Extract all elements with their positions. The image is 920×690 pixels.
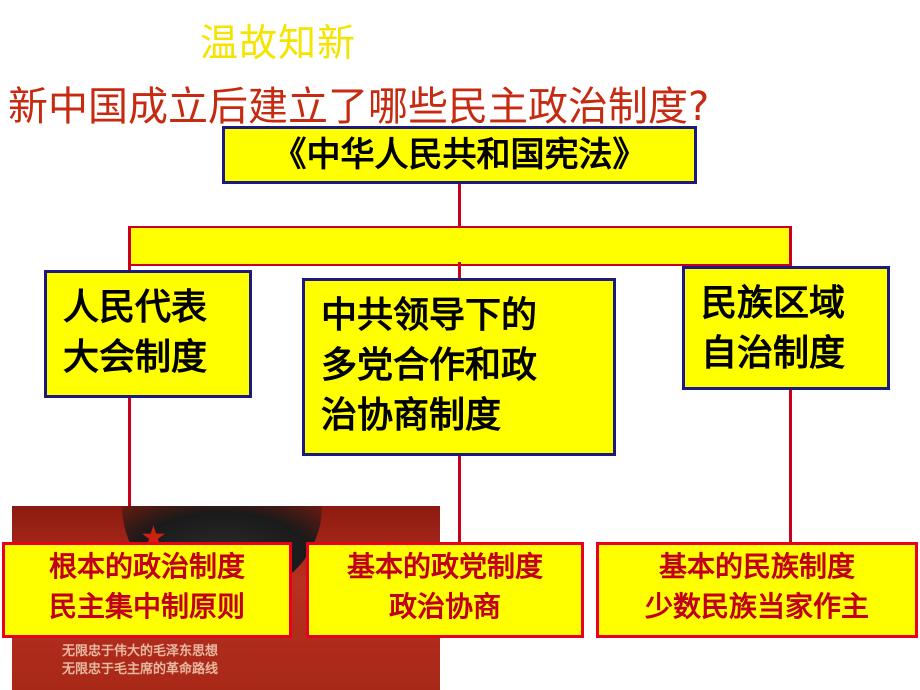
connector-branch2-result (458, 456, 461, 544)
result-line: 基本的政党制度 (346, 550, 543, 583)
branch-regional-autonomy: 民族区域 自治制度 (682, 266, 890, 390)
question-text: 新中国成立后建立了哪些民主政治制度? (8, 84, 710, 130)
branch-peoples-congress: 人民代表 大会制度 (44, 270, 252, 398)
branch-multiparty-cooperation: 中共领导下的 多党合作和政 治协商制度 (302, 278, 616, 456)
branch-line: 自治制度 (701, 333, 846, 374)
connector-branch1-result (128, 398, 131, 544)
constitution-box: 《中华人民共和国宪法》 (222, 126, 697, 184)
connector-root-down (458, 184, 461, 228)
branch-line: 人民代表 (63, 287, 208, 328)
connector-horizontal-bar (128, 226, 792, 266)
connector-mid-down (458, 262, 461, 280)
connector-branch3-result (789, 390, 792, 544)
result-party-system: 基本的政党制度 政治协商 (306, 542, 584, 638)
result-line: 政治协商 (388, 590, 501, 623)
result-ethnic-system: 基本的民族制度 少数民族当家作主 (596, 542, 918, 638)
branch-line: 中共领导下的 (321, 295, 538, 336)
poster-text-line: 无限忠于毛主席的革命路线 (62, 662, 219, 677)
result-line: 基本的民族制度 (658, 550, 855, 583)
slide-title: 温故知新 (200, 21, 357, 65)
result-fundamental-system: 根本的政治制度 民主集中制原则 (2, 542, 292, 638)
result-line: 民主集中制原则 (48, 590, 245, 623)
connector-left-down (128, 226, 131, 272)
branch-line: 治协商制度 (321, 395, 502, 436)
branch-line: 大会制度 (63, 337, 208, 378)
branch-line: 民族区域 (701, 283, 846, 324)
poster-text-line: 无限忠于伟大的毛泽东思想 (62, 644, 219, 659)
result-line: 少数民族当家作主 (644, 590, 869, 623)
branch-line: 多党合作和政 (321, 345, 538, 386)
result-line: 根本的政治制度 (48, 550, 245, 583)
connector-right-down (789, 226, 792, 268)
